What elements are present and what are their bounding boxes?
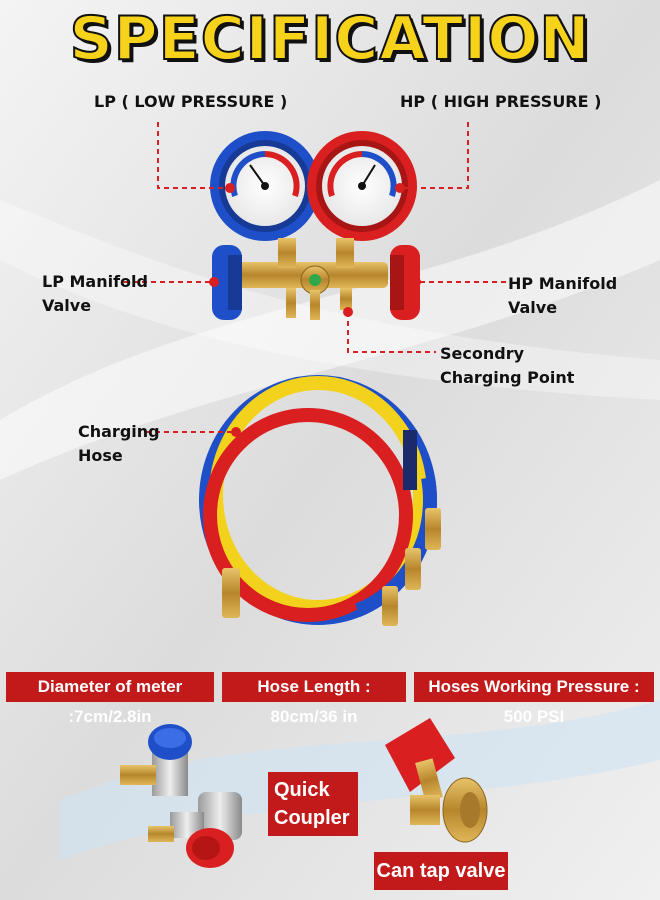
secondary-line1: Secondry xyxy=(440,344,525,363)
lp-manifold-valve-label: LP Manifold Valve xyxy=(42,270,148,318)
quick-coupler-label: Quick Coupler xyxy=(268,772,358,836)
charging-hose-line1: Charging xyxy=(78,422,160,441)
manifold-body xyxy=(212,238,420,320)
can-tap-valve-illustration xyxy=(385,718,488,843)
quick-coupler-illustration xyxy=(120,724,242,868)
lp-manifold-valve-line2: Valve xyxy=(42,296,92,315)
callout-lines xyxy=(124,122,506,433)
hp-label: HP ( HIGH PRESSURE ) xyxy=(400,92,602,111)
can-tap-valve-label: Can tap valve xyxy=(374,852,508,890)
hp-manifold-valve-line1: HP Manifold xyxy=(508,274,618,293)
hoses xyxy=(199,375,441,626)
quick-coupler-line1: Quick xyxy=(274,779,330,801)
lp-gauge xyxy=(210,131,320,241)
hp-gauge xyxy=(307,131,417,241)
secondary-line2: Charging Point xyxy=(440,368,575,387)
hp-manifold-valve-line2: Valve xyxy=(508,298,558,317)
spec-hose-length-badge: Hose Length : 80cm/36 in xyxy=(222,672,406,726)
lp-manifold-valve-line1: LP Manifold xyxy=(42,272,148,291)
charging-hose-label: Charging Hose xyxy=(78,420,160,468)
spec-diameter-badge: Diameter of meter :7cm/2.8in xyxy=(6,672,214,726)
spec-pressure-badge: Hoses Working Pressure : 500 PSI xyxy=(414,672,654,726)
hp-manifold-valve-label: HP Manifold Valve xyxy=(508,272,617,320)
page-title: SPECIFICATION xyxy=(68,3,591,75)
lp-label: LP ( LOW PRESSURE ) xyxy=(94,92,288,111)
secondary-charging-point-label: Secondry Charging Point xyxy=(440,342,574,390)
charging-hose-line2: Hose xyxy=(78,446,123,465)
quick-coupler-line2: Coupler xyxy=(274,807,350,829)
callout-dots xyxy=(209,183,421,437)
